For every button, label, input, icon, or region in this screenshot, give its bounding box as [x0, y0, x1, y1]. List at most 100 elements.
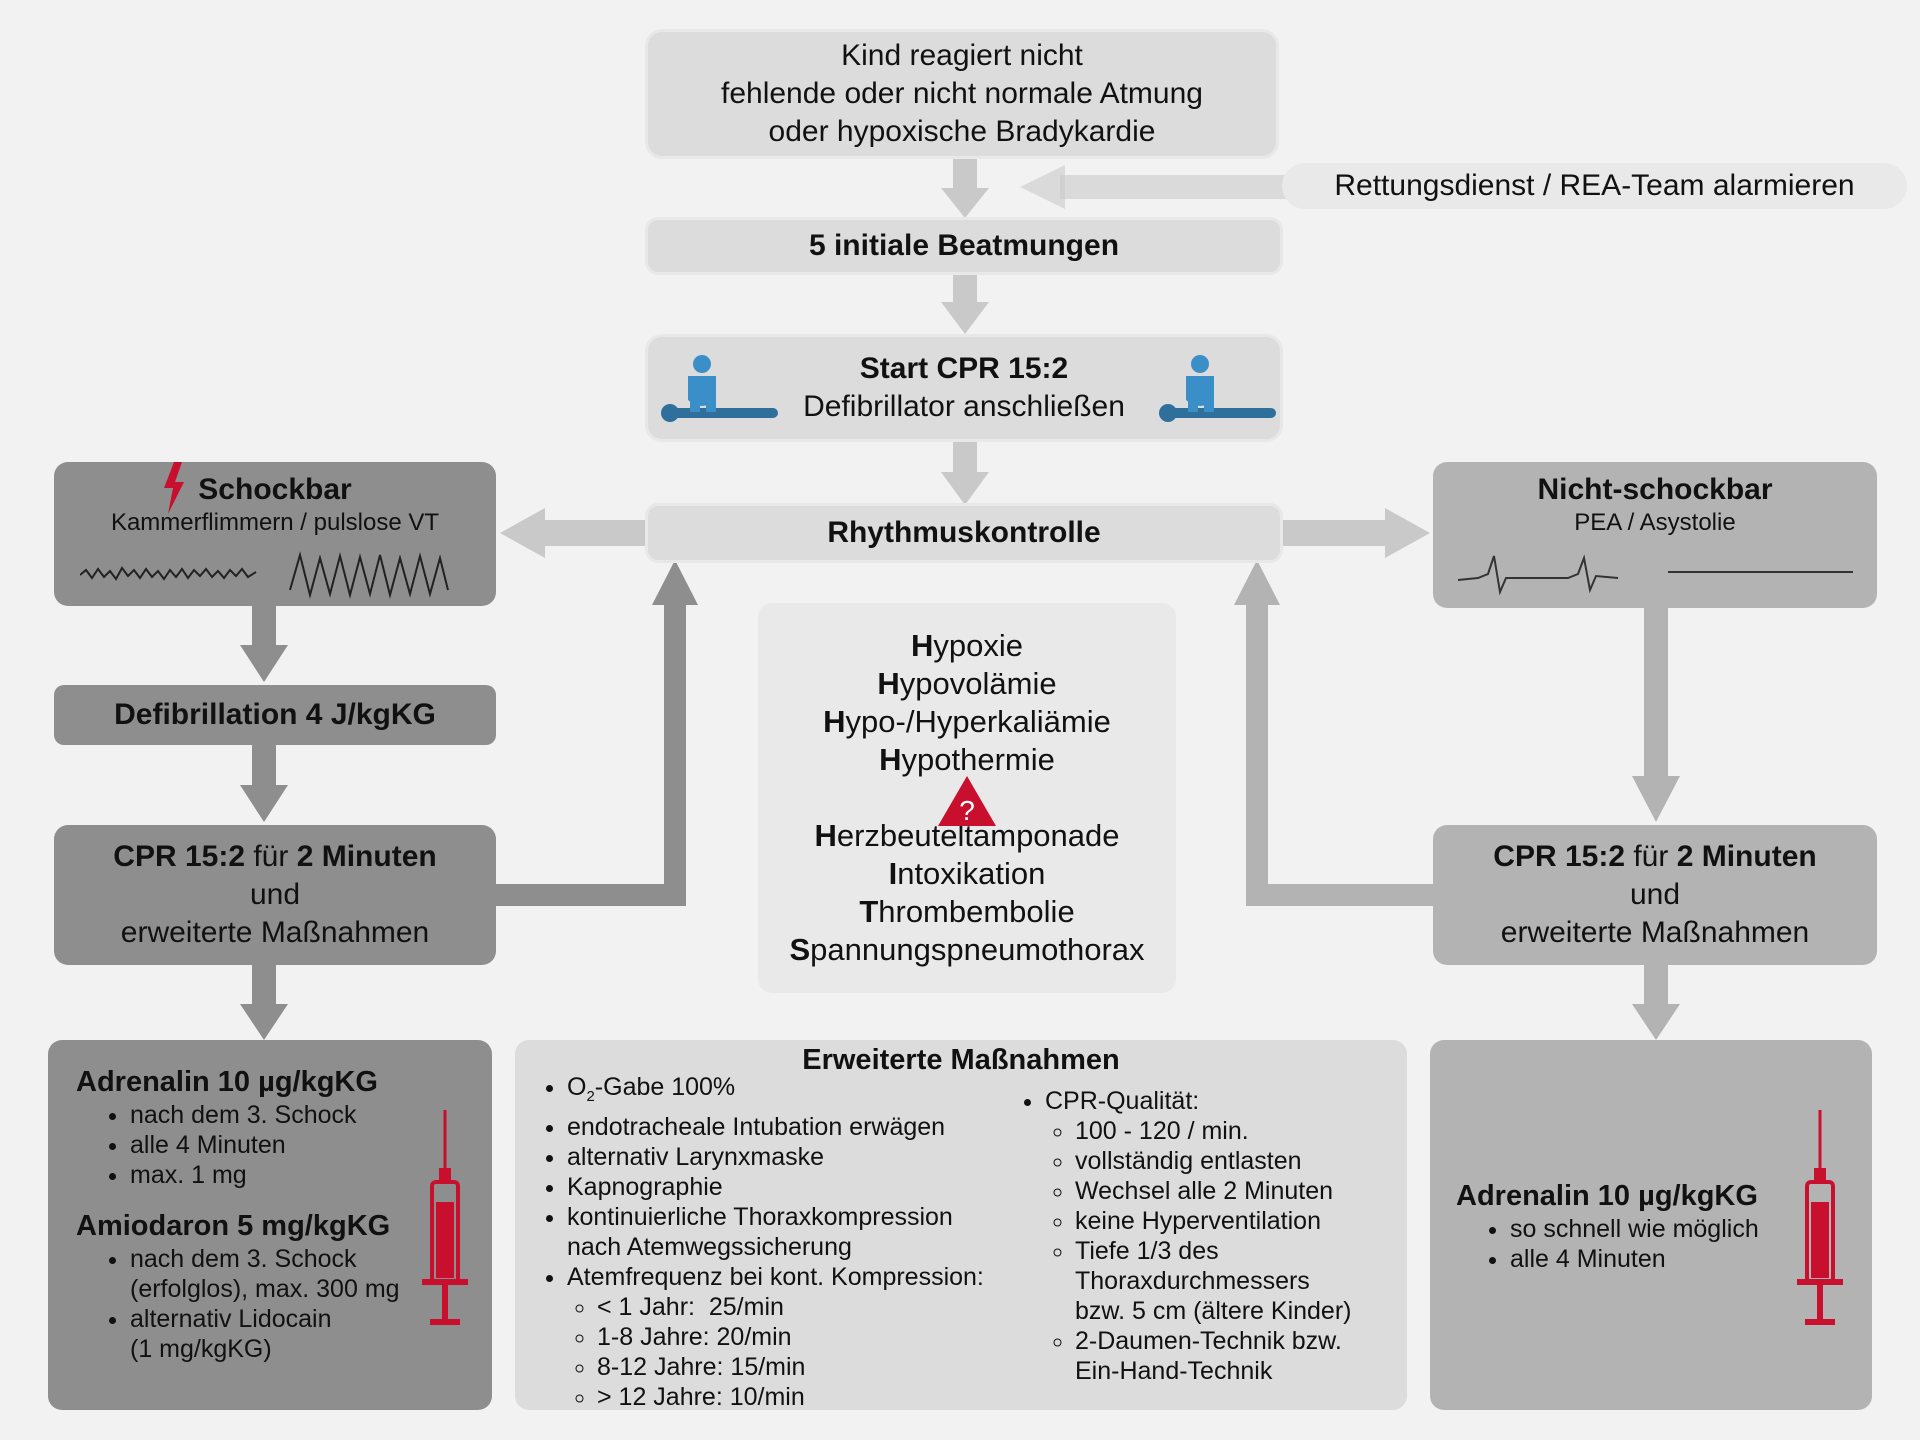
shockable-title: Schockbar	[198, 473, 352, 506]
cpr-quality-list: CPR-Qualität: 100 - 120 / min. vollständ…	[1015, 1086, 1352, 1386]
adrenalin-non-shockable-title: Adrenalin 10 µg/kgKG	[1456, 1180, 1758, 1212]
cpr-cycle-left-box: CPR 15:2 für 2 Minuten und erweiterte Ma…	[54, 825, 496, 965]
cpr-person-icon-left	[661, 355, 778, 422]
drugs-shockable-box: Adrenalin 10 µg/kgKG nach dem 3. Schock …	[48, 1040, 492, 1410]
initial-breaths-box: 5 initiale Beatmungen	[648, 220, 1280, 272]
list-item: so schnell wie möglich	[1510, 1214, 1759, 1244]
non-shockable-title: Nicht-schockbar	[1537, 473, 1773, 506]
cpr-cycle-right-line2: und	[1629, 878, 1681, 911]
warning-symbol: ?	[959, 795, 975, 826]
start-line-3: oder hypoxische Bradykardie	[768, 115, 1156, 148]
arrow-right-nonshockable	[1385, 508, 1430, 558]
drugs-non-shockable-box: Adrenalin 10 µg/kgKG so schnell wie mögl…	[1430, 1040, 1872, 1410]
shockable-subtitle: Kammerflimmern / pulslose VT	[110, 509, 440, 536]
alarm-text: Rettungsdienst / REA-Team alarmieren	[1334, 169, 1855, 202]
list-item: 1-8 Jahre: 20/min	[597, 1322, 984, 1352]
list-item: Atemfrequenz bei kont. Kompression: < 1 …	[567, 1262, 984, 1412]
syringe-icon-right	[1797, 1110, 1843, 1325]
cause-item: Hypovolämie	[877, 666, 1057, 701]
syringe-icon-left	[422, 1110, 468, 1325]
cpr-person-icon-right	[1159, 355, 1276, 422]
non-shockable-box: Nicht-schockbar PEA / Asystolie	[1433, 462, 1877, 608]
list-item: nach dem 3. Schock (erfolglos), max. 300…	[130, 1244, 400, 1304]
cause-item: Intoxikation	[888, 856, 1046, 891]
adrenalin-shockable-list: nach dem 3. Schock alle 4 Minuten max. 1…	[80, 1100, 357, 1190]
cpr-cycle-right-part1: CPR 15:2	[1493, 840, 1626, 873]
ecg-vf-icon	[80, 551, 449, 599]
defibrillation-box: Defibrillation 4 J/kgKG	[54, 685, 496, 745]
list-item: vollständig entlasten	[1075, 1146, 1352, 1176]
cpr-start-box: Start CPR 15:2 Defibrillator anschließen	[648, 337, 1280, 439]
lightning-icon	[164, 462, 184, 514]
cpr-cycle-right-line3: erweiterte Maßnahmen	[1500, 916, 1810, 949]
cause-item: Herzbeuteltamponade	[814, 818, 1120, 853]
respiration-rate-list: < 1 Jahr: 25/min 1-8 Jahre: 20/min 8-12 …	[567, 1292, 984, 1412]
cpr-cycle-right-box: CPR 15:2 für 2 Minuten und erweiterte Ma…	[1433, 825, 1877, 965]
list-item: Wechsel alle 2 Minuten	[1075, 1176, 1352, 1206]
cause-item: Thrombembolie	[859, 894, 1075, 929]
warning-triangle-icon: ?	[938, 776, 996, 826]
list-item: 2-Daumen-Technik bzw. Ein-Hand-Technik	[1075, 1326, 1352, 1386]
arrow-down-right-2	[1632, 1004, 1680, 1040]
start-line-1: Kind reagiert nicht	[841, 39, 1083, 72]
arrow-down-3	[941, 472, 989, 505]
list-item: alle 4 Minuten	[1510, 1244, 1759, 1274]
list-item: Tiefe 1/3 des Thoraxdurchmessers bzw. 5 …	[1075, 1236, 1352, 1326]
amiodaron-list: nach dem 3. Schock (erfolglos), max. 300…	[80, 1244, 400, 1364]
cpr-start-subtitle: Defibrillator anschließen	[803, 390, 1125, 423]
arrow-down-left-1	[240, 645, 288, 682]
list-item: alle 4 Minuten	[130, 1130, 357, 1160]
cause-item: Hypo-/Hyperkaliämie	[823, 704, 1111, 739]
arrow-left-shockable	[500, 508, 545, 558]
start-box: Kind reagiert nicht fehlende oder nicht …	[648, 32, 1276, 156]
extended-measures-box: Erweiterte Maßnahmen O2-Gabe 100% endotr…	[515, 1040, 1407, 1412]
list-item: kontinuierliche Thoraxkompression nach A…	[567, 1202, 984, 1262]
list-item: nach dem 3. Schock	[130, 1100, 357, 1130]
start-line-2: fehlende oder nicht normale Atmung	[721, 77, 1203, 110]
cpr-cycle-left-part1: CPR 15:2	[113, 840, 246, 873]
arrow-down-2	[941, 302, 989, 334]
cpr-quality-sublist: 100 - 120 / min. vollständig entlasten W…	[1045, 1116, 1352, 1386]
arrow-left-alarm	[1020, 165, 1065, 209]
cpr-cycle-right-part2: für	[1625, 840, 1677, 873]
extended-left-list: O2-Gabe 100% endotracheale Intubation er…	[539, 1072, 984, 1412]
adrenalin-shockable-title: Adrenalin 10 µg/kgKG	[76, 1066, 378, 1098]
list-item: alternativ Larynxmaske	[567, 1142, 984, 1172]
rhythm-check-box: Rhythmuskontrolle	[648, 506, 1280, 560]
non-shockable-subtitle: PEA / Asystolie	[1574, 509, 1736, 536]
extended-title: Erweiterte Maßnahmen	[802, 1044, 1120, 1076]
cpr-cycle-left-part2: für	[245, 840, 297, 873]
initial-breaths-text: 5 initiale Beatmungen	[808, 229, 1120, 262]
arrow-down-left-2	[240, 785, 288, 822]
cpr-cycle-left-part3: 2 Minuten	[296, 840, 437, 873]
arrow-down-1	[941, 188, 989, 218]
list-item: CPR-Qualität: 100 - 120 / min. vollständ…	[1045, 1086, 1352, 1386]
list-item: alternativ Lidocain (1 mg/kgKG)	[130, 1304, 400, 1364]
amiodaron-title: Amiodaron 5 mg/kgKG	[76, 1210, 391, 1242]
arrow-up-left-loop	[652, 560, 698, 605]
cause-item: Hypothermie	[879, 742, 1055, 777]
list-item: endotracheale Intubation erwägen	[567, 1112, 984, 1142]
arrow-down-left-3	[240, 1004, 288, 1040]
list-item: max. 1 mg	[130, 1160, 357, 1190]
list-item: 100 - 120 / min.	[1075, 1116, 1352, 1146]
cause-item: Spannungspneumothorax	[789, 932, 1145, 967]
cpr-cycle-left-line2: und	[249, 878, 301, 911]
ecg-pea-asystole-icon	[1458, 554, 1853, 596]
cpr-cycle-left-line3: erweiterte Maßnahmen	[120, 916, 430, 949]
rhythm-check-text: Rhythmuskontrolle	[827, 516, 1101, 549]
list-item: Kapnographie	[567, 1172, 984, 1202]
list-item: < 1 Jahr: 25/min	[597, 1292, 984, 1322]
adrenalin-non-shockable-list: so schnell wie möglich alle 4 Minuten	[1460, 1214, 1759, 1274]
shockable-box: Schockbar Kammerflimmern / pulslose VT	[54, 462, 496, 606]
arrow-down-right-1	[1632, 776, 1680, 822]
alarm-box: Rettungsdienst / REA-Team alarmieren	[1282, 163, 1907, 209]
cause-item: Hypoxie	[911, 628, 1023, 663]
list-item: O2-Gabe 100%	[567, 1072, 984, 1112]
cpr-cycle-right-part3: 2 Minuten	[1676, 840, 1817, 873]
list-item: 8-12 Jahre: 15/min	[597, 1352, 984, 1382]
list-item: > 12 Jahre: 10/min	[597, 1382, 984, 1412]
defibrillation-text: Defibrillation 4 J/kgKG	[114, 698, 436, 731]
list-item: keine Hyperventilation	[1075, 1206, 1352, 1236]
